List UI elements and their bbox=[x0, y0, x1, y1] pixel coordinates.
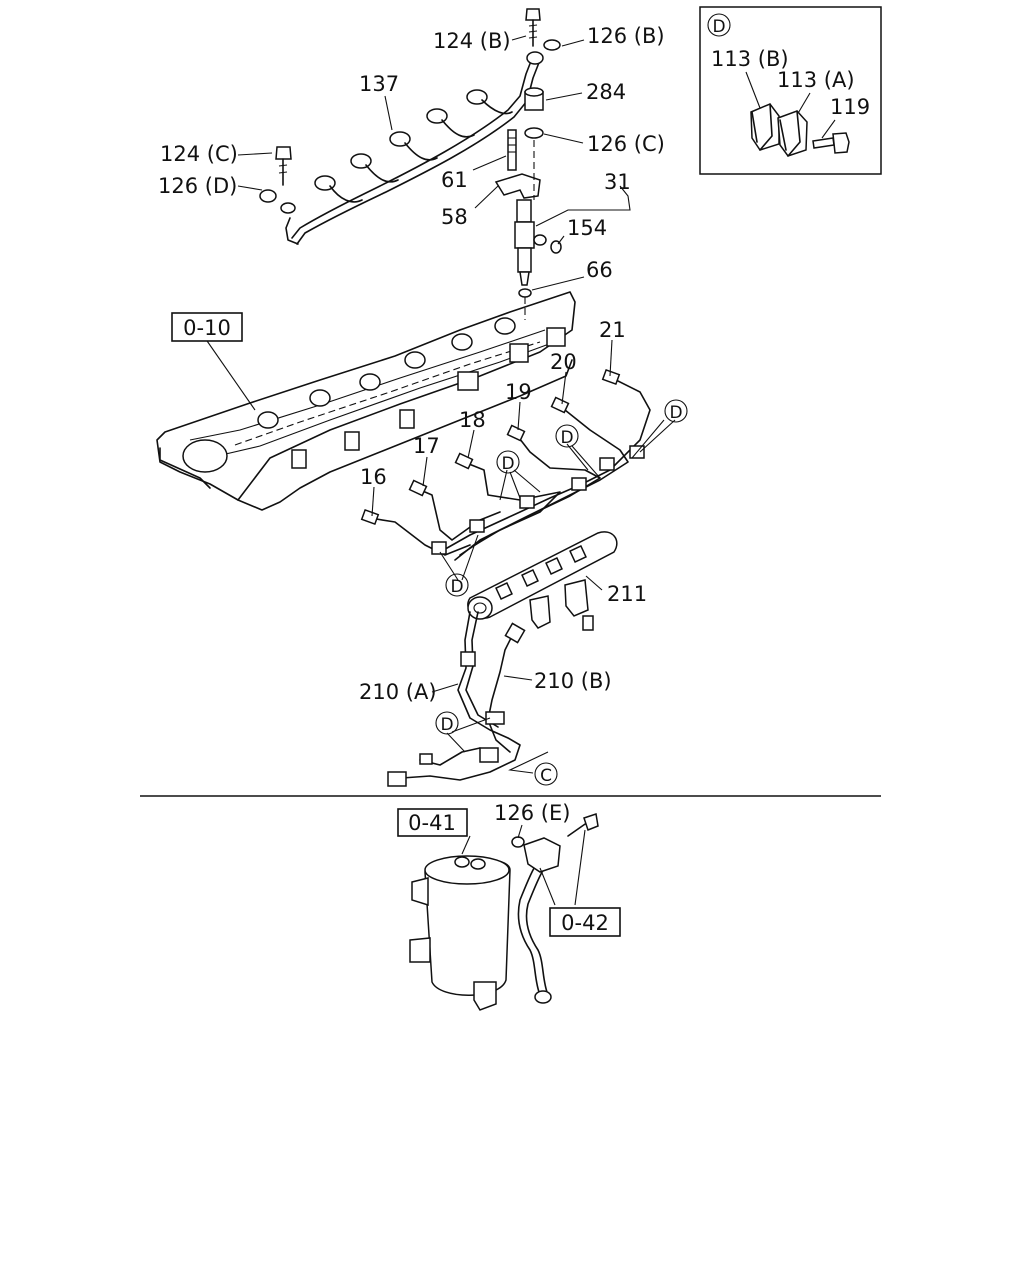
injector-assembly bbox=[494, 129, 562, 320]
label-20: 20 bbox=[550, 350, 577, 374]
part-labels: 124 (B) 126 (B) 137 284 124 (C) 126 (C) … bbox=[158, 24, 665, 825]
svg-text:C: C bbox=[540, 766, 552, 786]
label-210a: 210 (A) bbox=[359, 680, 437, 704]
clip-ref-circles: D D D D D C bbox=[435, 399, 688, 786]
svg-text:D: D bbox=[440, 715, 453, 735]
label-126e: 126 (E) bbox=[494, 801, 570, 825]
label-17: 17 bbox=[413, 434, 440, 458]
injection-pipes bbox=[360, 368, 651, 561]
ref-d-circle-3: D bbox=[496, 450, 520, 474]
fuel-filter-icon bbox=[409, 855, 511, 1011]
detail-inset-d: D 113 (B) 113 (A) 119 bbox=[699, 6, 882, 175]
gasket-126b-icon bbox=[543, 39, 561, 51]
stud-61-icon bbox=[507, 129, 517, 171]
pipe-end-nuts bbox=[360, 368, 621, 526]
inset-label-113a: 113 (A) bbox=[777, 68, 855, 92]
inset-label-113b: 113 (B) bbox=[711, 47, 789, 71]
inset-frame bbox=[699, 6, 882, 175]
svg-text:D: D bbox=[669, 403, 682, 423]
label-16: 16 bbox=[360, 465, 387, 489]
leak-off-pipe-assembly bbox=[259, 8, 561, 245]
svg-text:D: D bbox=[501, 454, 514, 474]
label-66: 66 bbox=[586, 258, 613, 282]
label-31: 31 bbox=[604, 170, 631, 194]
svg-text:0-41: 0-41 bbox=[408, 811, 456, 835]
label-19: 19 bbox=[505, 380, 532, 404]
inset-label-119: 119 bbox=[830, 95, 870, 119]
label-210b: 210 (B) bbox=[534, 669, 612, 693]
head-cover-frame bbox=[156, 291, 576, 511]
label-137: 137 bbox=[359, 72, 399, 96]
clamp-58-icon bbox=[494, 173, 541, 199]
label-61: 61 bbox=[441, 168, 468, 192]
common-rail-211-icon bbox=[467, 531, 618, 631]
banjo-fittings bbox=[259, 89, 513, 214]
washer-66-icon bbox=[518, 288, 532, 298]
leader-lines bbox=[204, 35, 676, 906]
feed-pipes-210 bbox=[387, 611, 526, 787]
label-126c: 126 (C) bbox=[587, 132, 665, 156]
label-126d: 126 (D) bbox=[158, 174, 237, 198]
ref-d-circle-1: D bbox=[664, 399, 688, 423]
label-124b: 124 (B) bbox=[433, 29, 511, 53]
gasket-126c-icon bbox=[524, 127, 544, 139]
svg-text:D: D bbox=[560, 428, 573, 448]
svg-text:0-42: 0-42 bbox=[561, 911, 609, 935]
svg-text:0-10: 0-10 bbox=[183, 316, 231, 340]
ref-d-circle-4: D bbox=[445, 573, 469, 597]
bolt-124b-icon bbox=[525, 8, 544, 65]
ref-tag-0-42[interactable]: 0-42 bbox=[549, 907, 621, 937]
clip-113b-icon bbox=[750, 103, 780, 151]
svg-text:D: D bbox=[450, 577, 463, 597]
ref-tag-0-41[interactable]: 0-41 bbox=[397, 808, 468, 837]
ref-d-circle-5: D bbox=[435, 711, 459, 735]
label-58: 58 bbox=[441, 205, 468, 229]
label-154: 154 bbox=[567, 216, 607, 240]
frame-bosses bbox=[182, 317, 566, 473]
bolt-124c-icon bbox=[275, 146, 292, 186]
inset-ref-letter: D bbox=[712, 17, 725, 37]
label-284: 284 bbox=[586, 80, 626, 104]
bolt-119-icon bbox=[812, 132, 850, 154]
connector-284-icon bbox=[524, 87, 544, 111]
ref-d-circle-2: D bbox=[555, 424, 579, 448]
rail-outlets bbox=[495, 545, 587, 600]
label-126b: 126 (B) bbox=[587, 24, 665, 48]
ref-tag-0-10[interactable]: 0-10 bbox=[171, 312, 243, 342]
label-21: 21 bbox=[599, 318, 626, 342]
label-124c: 124 (C) bbox=[160, 142, 238, 166]
label-211: 211 bbox=[607, 582, 647, 606]
inset-ref-circle bbox=[707, 13, 731, 37]
filter-fuel-line bbox=[511, 813, 599, 1004]
bolt-0-42-icon bbox=[567, 813, 599, 837]
pipe-clips bbox=[431, 445, 645, 555]
label-18: 18 bbox=[459, 408, 486, 432]
ref-c-circle: C bbox=[534, 762, 558, 786]
clip-113a-icon bbox=[777, 110, 808, 157]
injector-31-icon bbox=[514, 199, 547, 286]
